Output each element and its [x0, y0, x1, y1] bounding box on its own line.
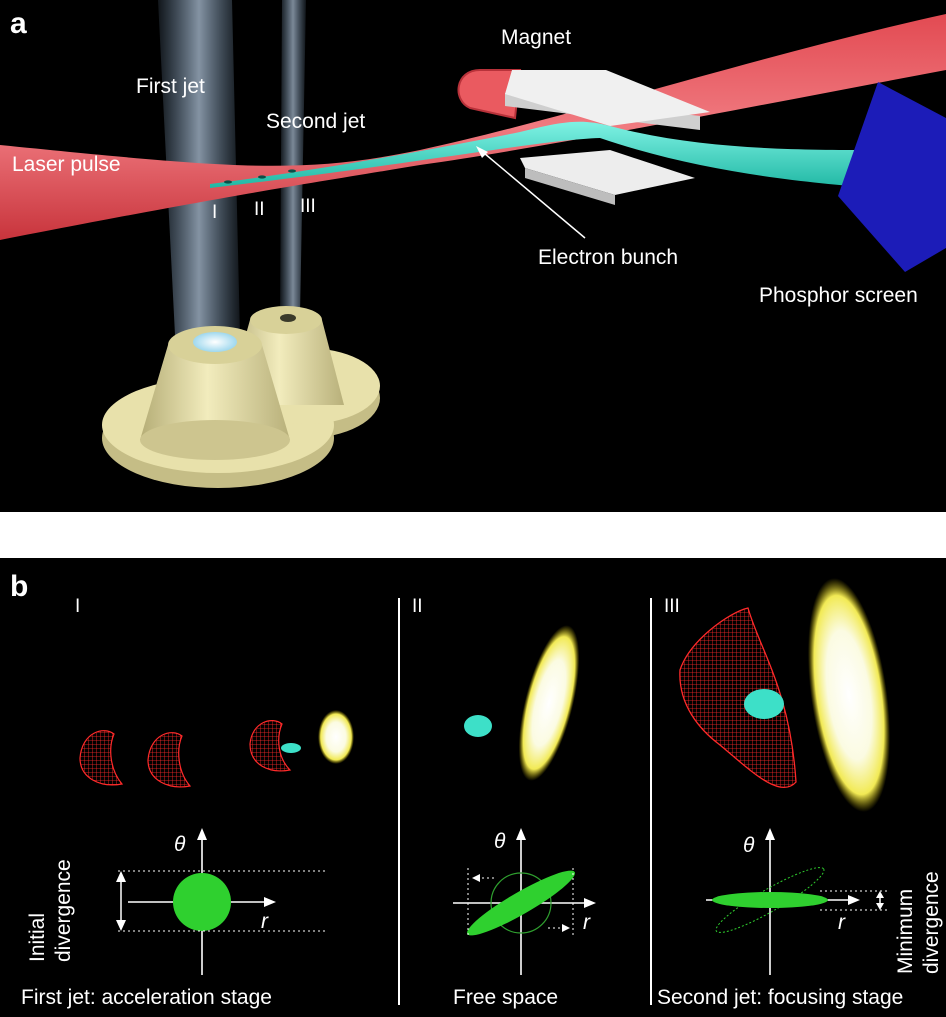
second-jet-plume	[280, 0, 306, 315]
stage-iii-electron-cluster	[744, 689, 784, 719]
stage-i-laser-glow	[318, 710, 354, 764]
electron-bunch-pointer-arrowhead	[476, 146, 488, 158]
stage-marker-i: I	[212, 202, 217, 223]
panel-a-letter: a	[10, 7, 27, 40]
stage-i-divergence-arrowhead-bottom	[116, 920, 126, 931]
electron-bunch-pointer	[477, 147, 586, 239]
stage-ii-left-shift-arrowhead	[472, 874, 480, 882]
stage-ii-numeral: II	[412, 596, 423, 617]
stage-iii-sheared-outline	[715, 867, 825, 933]
stage-iii-focused-ellipse	[712, 892, 828, 908]
first-jet-label: First jet	[136, 75, 205, 98]
stage-ii-r-arrowhead	[584, 898, 596, 908]
stage-iii-caption: Second jet: focusing stage	[657, 986, 903, 1009]
magnet-label: Magnet	[501, 26, 571, 49]
stage-i-caption: First jet: acceleration stage	[21, 986, 272, 1009]
stage-i-theta-label: θ	[174, 833, 186, 856]
stage-marker-iii: III	[300, 196, 316, 217]
stage-iii-focusing-wake	[679, 607, 797, 789]
stage-ii-illustration	[464, 625, 580, 781]
stage-i-side-label-line2: divergence	[52, 859, 75, 962]
electron-bunch-label: Electron bunch	[538, 246, 678, 269]
nozzles	[102, 306, 380, 488]
stage-i-electron-cluster	[281, 743, 301, 753]
stage-i-numeral: I	[75, 596, 80, 617]
stage-iii-r-arrowhead	[848, 895, 860, 905]
stage-ii-right-shift-arrowhead	[562, 924, 570, 932]
bunch-marker-ii	[258, 175, 266, 179]
stage-iii-divergence-arrowhead-bottom	[876, 903, 884, 910]
stage-ii-theta-arrowhead	[516, 828, 526, 840]
stage-i-side-label-line1: Initial	[26, 913, 49, 962]
stage-iii-side-label-line2: divergence	[920, 871, 943, 974]
stage-i-wake-2	[147, 732, 192, 788]
stage-i-wake-3	[249, 720, 292, 772]
stage-i-theta-arrowhead	[197, 828, 207, 840]
stage-iii-numeral: III	[664, 596, 680, 617]
stage-iii-theta-label: θ	[743, 834, 755, 857]
stage-i-divergence-arrowhead-top	[116, 871, 126, 882]
stage-i-wakes	[79, 710, 354, 788]
stage-iii-divergence-arrowhead-top	[876, 891, 884, 898]
magnet-yoke	[457, 69, 522, 120]
first-nozzle-bottom	[140, 420, 290, 460]
laser-pulse-label: Laser pulse	[12, 153, 121, 176]
phosphor-screen	[838, 82, 946, 272]
stage-ii-initial-circle	[490, 872, 552, 934]
stage-iii-side-label-line1: Minimum	[894, 889, 917, 974]
stage-ii-sheared-ellipse	[467, 870, 575, 936]
first-nozzle-cone	[140, 345, 290, 440]
stage-iii-laser-glow	[807, 578, 891, 812]
phosphor-screen-label: Phosphor screen	[759, 284, 918, 307]
stage-iii-r-label: r	[838, 911, 846, 934]
stage-iii-theta-arrowhead	[765, 828, 775, 840]
stage-i-beam-ellipse	[173, 873, 231, 931]
magnet-top-plate	[505, 70, 710, 126]
first-nozzle-hole	[193, 332, 237, 352]
stage-ii-laser-glow	[518, 625, 580, 781]
stage-i-wake-1	[79, 730, 124, 786]
stage-marker-ii: II	[254, 199, 265, 220]
stage-iii-illustration	[679, 578, 891, 812]
electron-beam	[210, 121, 896, 188]
stage-ii-theta-label: θ	[494, 830, 506, 853]
stage-ii-phase-space: θ r	[453, 828, 596, 975]
bunch-marker-iii	[288, 169, 296, 173]
stage-iii-phase-space: θ r Minimum divergence	[706, 828, 943, 975]
magnet	[457, 69, 710, 205]
second-jet-label: Second jet	[266, 110, 365, 133]
bunch-marker-i	[224, 180, 232, 184]
magnet-bottom-plate	[520, 150, 695, 195]
panel-b-background	[0, 558, 946, 1017]
stage-ii-caption: Free space	[453, 986, 558, 1009]
panel-b-letter: b	[10, 570, 28, 603]
second-nozzle-hole	[280, 314, 296, 322]
stage-i-r-arrowhead	[264, 897, 276, 907]
stage-i-r-label: r	[261, 910, 269, 933]
stage-ii-electron-cluster	[464, 715, 492, 737]
magnet-bottom-plate-side	[525, 168, 615, 205]
stage-ii-r-label: r	[583, 911, 591, 934]
stage-i-phase-space: θ r Initial divergence	[26, 828, 325, 975]
